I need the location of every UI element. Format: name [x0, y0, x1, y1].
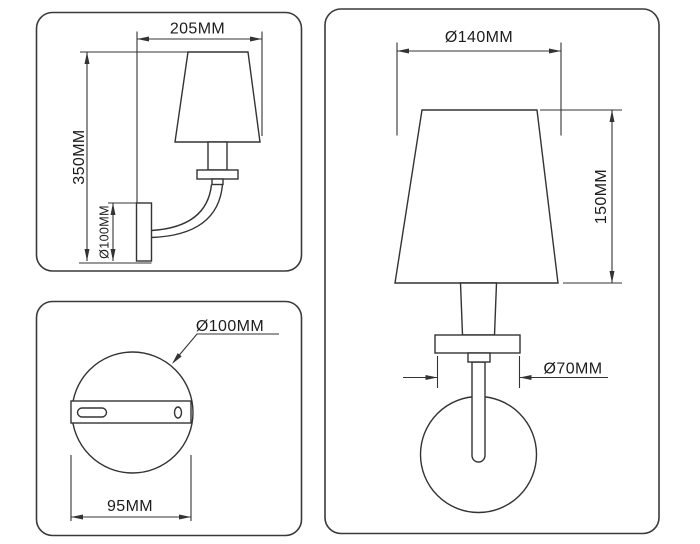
mounting-bracket-bar: [70, 400, 192, 424]
sconce-front-drawing: [394, 109, 559, 514]
arrowhead-right: [549, 48, 561, 54]
arm-connector-side: [211, 178, 224, 186]
arrowhead-top: [609, 110, 615, 122]
mounting-hole: [173, 406, 183, 419]
dim-label-backplate-diameter: Ø70MM: [544, 361, 603, 378]
arrowhead-left: [71, 514, 83, 520]
arrowhead-left: [397, 48, 409, 54]
dim-label-width: 205MM: [170, 21, 225, 38]
leader-arrowhead: [172, 353, 182, 364]
hanging-rod: [471, 361, 486, 463]
arrowhead-left: [425, 375, 438, 380]
dimension-height-350: 350MM: [71, 51, 248, 264]
dim-label-shade-diameter: Ø140MM: [445, 29, 513, 46]
dimension-bracket-95: 95MM: [70, 455, 192, 521]
curved-arm-inner: [151, 184, 224, 239]
arrowhead-bottom: [110, 249, 116, 261]
bobeche-disc-side: [196, 169, 239, 180]
arrowhead-right: [179, 514, 191, 520]
arrowhead-left: [137, 36, 149, 42]
panel-side-view: 205MM 350MM Ø100MM: [35, 11, 303, 272]
dim-label-bracket-width: 95MM: [107, 498, 153, 515]
dimension-backplate-100: Ø100MM: [98, 202, 136, 261]
dim-label-height: 350MM: [71, 129, 88, 184]
backplate-drawing: [70, 351, 194, 474]
dimension-width-205: 205MM: [137, 21, 263, 136]
lampshade-side: [174, 51, 261, 143]
dim-label-shade-height: 150MM: [593, 169, 610, 224]
dimension-shade-140: Ø140MM: [396, 29, 562, 136]
sconce-side-drawing: [135, 31, 261, 262]
bobeche-disc-front: [434, 334, 521, 354]
dim-label-backplate: Ø100MM: [98, 205, 112, 259]
dimension-backplate-70: Ø70MM: [403, 356, 608, 388]
panel-front-view: Ø140MM 150MM Ø70MM: [324, 8, 660, 535]
arrowhead-bottom: [84, 249, 90, 261]
wall-backplate-side: [135, 202, 153, 262]
arrowhead-right: [250, 36, 262, 42]
dimension-shade-height-150: 150MM: [540, 109, 622, 284]
leader-line: [173, 333, 279, 363]
rod-connector-front: [467, 352, 491, 363]
arrowhead-top: [110, 203, 116, 215]
curved-arm-outer: [151, 184, 213, 232]
leader-plate-diameter-100: Ø100MM: [172, 318, 279, 364]
candle-stem-side: [207, 141, 228, 171]
mounting-slot: [76, 407, 108, 418]
dim-label-plate-diameter: Ø100MM: [196, 318, 264, 335]
arrowhead-top: [84, 52, 90, 64]
candle-stem-front: [459, 282, 498, 336]
arrowhead-bottom: [609, 271, 615, 283]
arrowhead-right: [519, 375, 532, 380]
lampshade-front: [394, 109, 559, 284]
panel-back-view: Ø100MM 95MM: [35, 300, 303, 537]
